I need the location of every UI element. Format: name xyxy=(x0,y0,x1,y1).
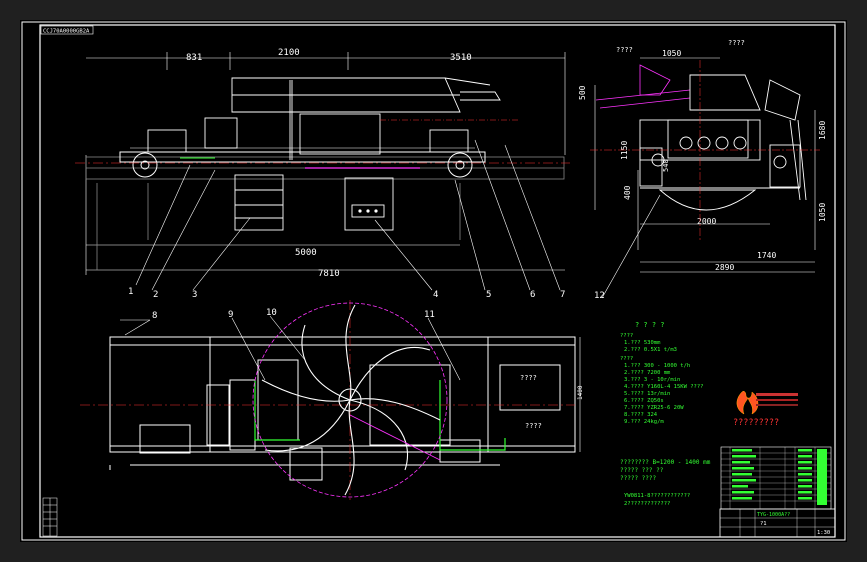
flame-logo-icon xyxy=(736,390,759,415)
plan-label-2: ???? xyxy=(525,422,542,430)
drawing-number: TYG-1000A?? xyxy=(757,512,790,518)
sheet-number: ?1 xyxy=(760,521,767,527)
plan-callout-11: 11 xyxy=(424,310,435,320)
note-line: ????? ???? xyxy=(620,475,657,482)
side-dim-1150: 1150 xyxy=(620,141,629,160)
note-line: YW0811-8???????????? xyxy=(624,493,690,499)
cad-drawing-canvas[interactable]: CCJ70A0000GB2A xyxy=(20,20,847,542)
dim-7810: 7810 xyxy=(318,269,340,279)
note-line: ???????? B=1200 - 1400 mm xyxy=(620,459,711,466)
scale: 1:30 xyxy=(817,530,830,536)
side-label-right: ???? xyxy=(728,39,745,47)
plan-dim-right: 1400 xyxy=(577,385,584,400)
callout-5: 5 xyxy=(486,290,491,300)
note-line: ????? ??? ?? xyxy=(620,467,664,474)
side-dim-500: 500 xyxy=(578,85,587,100)
plan-callout-10: 10 xyxy=(266,308,277,318)
spec-line: 1.??? 530mm xyxy=(624,340,661,346)
spec-line: 7.???? YZR25-6 20W xyxy=(624,405,684,411)
spec-line: ???? xyxy=(620,356,633,362)
drawing-notes: ???????? B=1200 - 1400 mm ????? ??? ?? ?… xyxy=(620,459,711,507)
company-logo: ????????? xyxy=(733,390,798,428)
bucket-wheel-blades xyxy=(261,304,441,496)
spec-line: 5.???? 13r/min xyxy=(624,391,670,397)
title-block[interactable]: TYG-1000A?? ?1 1:30 xyxy=(719,508,836,538)
note-line: 2????????????? xyxy=(624,501,670,507)
dim-3510: 3510 xyxy=(450,53,472,63)
front-elevation-view[interactable]: 831 2100 3510 5000 7810 xyxy=(75,48,570,300)
callout-1: 1 xyxy=(128,287,133,297)
spec-line: 2.??? 0.5X1 t/m3 xyxy=(624,347,677,353)
plan-callout-9: 9 xyxy=(228,310,233,320)
spec-line: 2.???? 7200 mm xyxy=(624,370,671,376)
callout-3: 3 xyxy=(192,290,197,300)
side-dim-540: 540 xyxy=(662,159,670,172)
bucket-wheel-outline xyxy=(252,302,448,498)
callout-2: 2 xyxy=(153,290,158,300)
spec-line: ???? xyxy=(620,333,633,339)
logo-caption: ????????? xyxy=(733,418,779,428)
spec-line: 1.??? 300 - 1000 t/h xyxy=(624,363,690,369)
callout-4: 4 xyxy=(433,290,438,300)
plan-callout-8: 8 xyxy=(152,311,157,321)
side-dim-1740: 1740 xyxy=(757,251,776,260)
sheet-outer-border xyxy=(21,21,846,541)
callout-6: 6 xyxy=(530,290,535,300)
side-label-left: ???? xyxy=(616,46,633,54)
dim-5000: 5000 xyxy=(295,248,317,258)
spec-line: 4.???? Y160L-4 15KW ???? xyxy=(624,384,703,390)
plan-view[interactable]: 1400 xyxy=(80,300,584,500)
spec-line: 8.???? 324 xyxy=(624,412,658,418)
sheet-inner-border xyxy=(39,24,836,538)
side-dim-1050-top: 1050 xyxy=(662,49,681,58)
parts-list-table[interactable] xyxy=(720,446,832,510)
side-elevation-view[interactable]: 1050 500 1150 400 1680 1050 1740 2890 20… xyxy=(578,39,827,301)
spec-line: 6.???? ZQ50s xyxy=(624,398,664,404)
corner-code: CCJ70A0000GB2A xyxy=(43,29,90,35)
spec-line: 9.??? 24kg/m xyxy=(624,419,664,425)
side-callout-12: 12 xyxy=(594,291,605,301)
drawing-sheet: CCJ70A0000GB2A xyxy=(20,20,847,542)
plan-label-1: ???? xyxy=(520,374,537,382)
side-dim-1680: 1680 xyxy=(818,121,827,140)
dim-831: 831 xyxy=(186,53,202,63)
side-dim-400: 400 xyxy=(623,185,632,200)
revision-strip xyxy=(42,497,58,537)
dim-2100: 2100 xyxy=(278,48,300,58)
callout-7: 7 xyxy=(560,290,565,300)
technical-specifications: ? ? ? ? ???? 1.??? 530mm 2.??? 0.5X1 t/m… xyxy=(620,321,703,425)
side-dim-1050-right: 1050 xyxy=(818,203,827,222)
side-dim-2890: 2890 xyxy=(715,263,734,272)
side-dim-2000: 2000 xyxy=(697,217,716,226)
corner-code-box xyxy=(40,25,94,35)
spec-line: 3.??? 3 - 10r/min xyxy=(624,377,680,383)
specs-heading: ? ? ? ? xyxy=(635,321,665,329)
